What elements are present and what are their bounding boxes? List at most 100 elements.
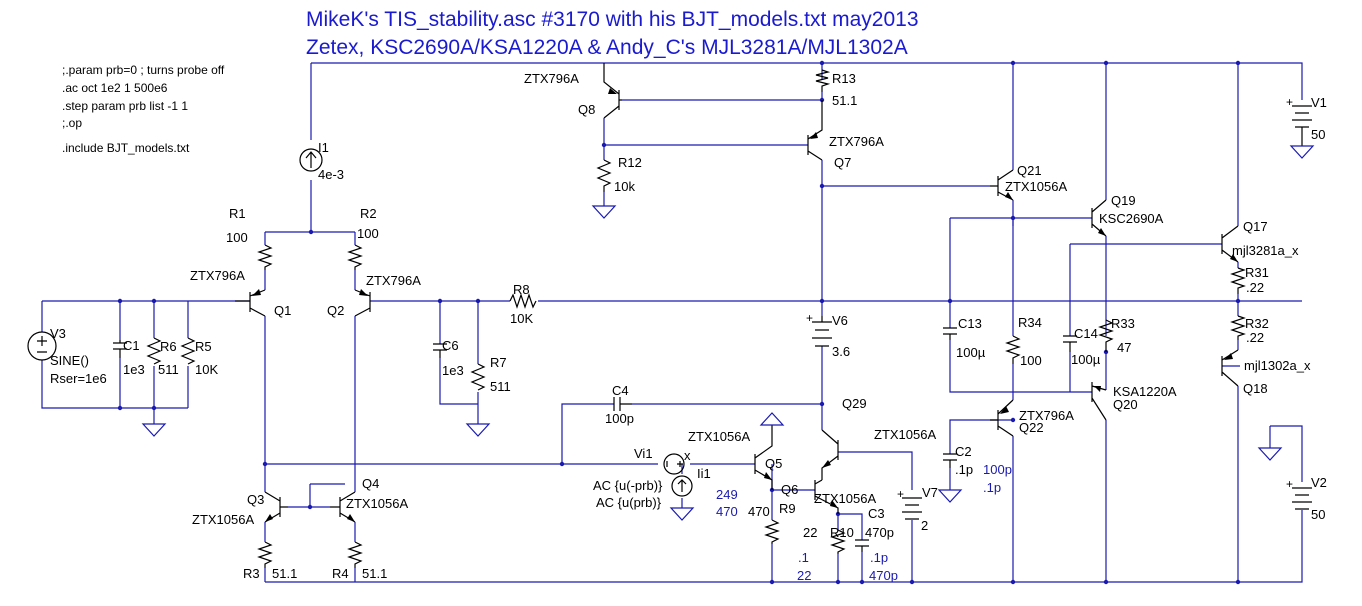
- capacitor-c6[interactable]: [433, 343, 447, 358]
- value-r31: .22: [1246, 280, 1264, 295]
- label-r12: R12: [618, 155, 642, 170]
- capacitor-c3[interactable]: [855, 539, 869, 552]
- label-c1: C1: [123, 338, 140, 353]
- transistor-q8[interactable]: [603, 63, 622, 119]
- resistor-r2[interactable]: [347, 244, 363, 270]
- model-q5: ZTX1056A: [688, 429, 750, 444]
- transistor-q18[interactable]: [1221, 349, 1239, 387]
- label-v1: V1: [1311, 95, 1327, 110]
- resistor-r33[interactable]: [1098, 319, 1114, 352]
- model-q21: ZTX1056A: [1005, 179, 1067, 194]
- label-q22: Q22: [1019, 420, 1044, 435]
- source-v3[interactable]: [27, 331, 57, 361]
- resistor-r10[interactable]: [830, 529, 846, 554]
- resistor-r4[interactable]: [347, 541, 363, 568]
- model-q22: ZTX796A: [1019, 408, 1074, 423]
- label-r6: R6: [160, 339, 177, 354]
- resistor-r32[interactable]: [1230, 315, 1246, 340]
- label-q21: Q21: [1017, 163, 1042, 178]
- model-q18: mjl1302a_x: [1244, 358, 1311, 373]
- value-r9-alt1: 249: [716, 487, 738, 502]
- capacitor-c13[interactable]: [943, 327, 957, 340]
- model-q17: mjl3281a_x: [1232, 243, 1299, 258]
- value-r10: 22: [803, 525, 817, 540]
- label-q4: Q4: [362, 476, 379, 491]
- capacitor-c14[interactable]: [1063, 335, 1077, 352]
- value-r34: 100: [1020, 353, 1042, 368]
- transistor-q17[interactable]: [1221, 225, 1239, 263]
- value-i1: 4e-3: [318, 167, 344, 182]
- source-v1[interactable]: +: [1286, 95, 1312, 146]
- source-i1[interactable]: [299, 148, 323, 172]
- value-c2-alt2: .1p: [983, 480, 1001, 495]
- value-r12: 10k: [614, 179, 635, 194]
- resistor-r9[interactable]: [764, 519, 780, 544]
- value-r9: 470: [748, 504, 770, 519]
- transistor-q7[interactable]: [807, 100, 823, 161]
- label-q18: Q18: [1243, 381, 1268, 396]
- transistor-q20[interactable]: [1091, 382, 1107, 421]
- transistor-q4[interactable]: [330, 491, 356, 523]
- value-c3-alt1: .1p: [870, 550, 888, 565]
- capacitor-c1[interactable]: [113, 340, 127, 358]
- resistor-r12[interactable]: [596, 159, 612, 192]
- label-r10: R10: [830, 525, 854, 540]
- label-q2: Q2: [327, 303, 344, 318]
- resistor-r34[interactable]: [1005, 335, 1021, 364]
- label-r34: R34: [1018, 315, 1042, 330]
- transistor-q29[interactable]: [821, 429, 839, 480]
- capacitor-symbols: [113, 327, 1077, 552]
- resistor-symbols: [146, 69, 1246, 568]
- label-q8: Q8: [578, 102, 595, 117]
- value-c14: 100µ: [1071, 352, 1101, 367]
- label-q7: Q7: [834, 155, 851, 170]
- value-v3-1: SINE(): [50, 353, 89, 368]
- transistor-q22[interactable]: [990, 399, 1014, 437]
- model-q4: ZTX1056A: [346, 496, 408, 511]
- directive-1: ;.param prb=0 ; turns probe off: [62, 63, 225, 77]
- transistor-q1[interactable]: [235, 289, 266, 317]
- label-c13: C13: [958, 316, 982, 331]
- supply-flag-q5: [759, 412, 785, 426]
- resistor-r5[interactable]: [180, 337, 196, 365]
- wires: [41, 62, 1303, 583]
- resistor-r3[interactable]: [257, 541, 273, 568]
- value-v7: 2: [921, 518, 928, 533]
- directive-4: ;.op: [62, 116, 82, 130]
- transistor-q21[interactable]: [990, 169, 1014, 201]
- svg-text:+: +: [897, 487, 904, 501]
- resistor-r6[interactable]: [146, 337, 162, 365]
- resistor-r13[interactable]: [815, 69, 831, 92]
- label-c6: C6: [442, 338, 459, 353]
- capacitor-c4[interactable]: [613, 397, 632, 411]
- capacitor-c2[interactable]: [943, 453, 957, 468]
- resistor-r1[interactable]: [257, 244, 273, 270]
- ground-r12: [591, 205, 617, 219]
- value-r33: 47: [1117, 340, 1131, 355]
- source-v2[interactable]: +: [1286, 477, 1312, 510]
- title-line-2: Zetex, KSC2690A/KSA1220A & Andy_C's MJL3…: [306, 36, 908, 59]
- ground-symbols: [141, 145, 1315, 521]
- label-r13: R13: [832, 71, 856, 86]
- value-r6: 511: [158, 362, 179, 377]
- svg-text:+: +: [806, 311, 813, 325]
- label-r31: R31: [1245, 265, 1269, 280]
- ground-c2: [937, 489, 963, 503]
- source-v6[interactable]: +: [806, 311, 832, 347]
- transistor-q5[interactable]: [754, 425, 773, 490]
- value-c6: 1e3: [442, 363, 464, 378]
- directive-3: .step param prb list -1 1: [62, 99, 188, 113]
- resistor-r31[interactable]: [1230, 267, 1246, 294]
- transistor-q19[interactable]: [1091, 199, 1107, 237]
- source-v7[interactable]: +: [897, 487, 922, 520]
- source-vi1[interactable]: [663, 453, 685, 475]
- transistor-q3[interactable]: [264, 491, 288, 523]
- model-q19: KSC2690A: [1099, 211, 1164, 226]
- resistor-r7[interactable]: [470, 363, 486, 391]
- transistor-q2[interactable]: [354, 289, 371, 317]
- transistor-q6[interactable]: [814, 479, 839, 514]
- resistor-r8[interactable]: [509, 293, 537, 309]
- source-ii1[interactable]: [671, 475, 693, 497]
- label-r7: R7: [490, 355, 507, 370]
- ground-v2: [1257, 426, 1283, 461]
